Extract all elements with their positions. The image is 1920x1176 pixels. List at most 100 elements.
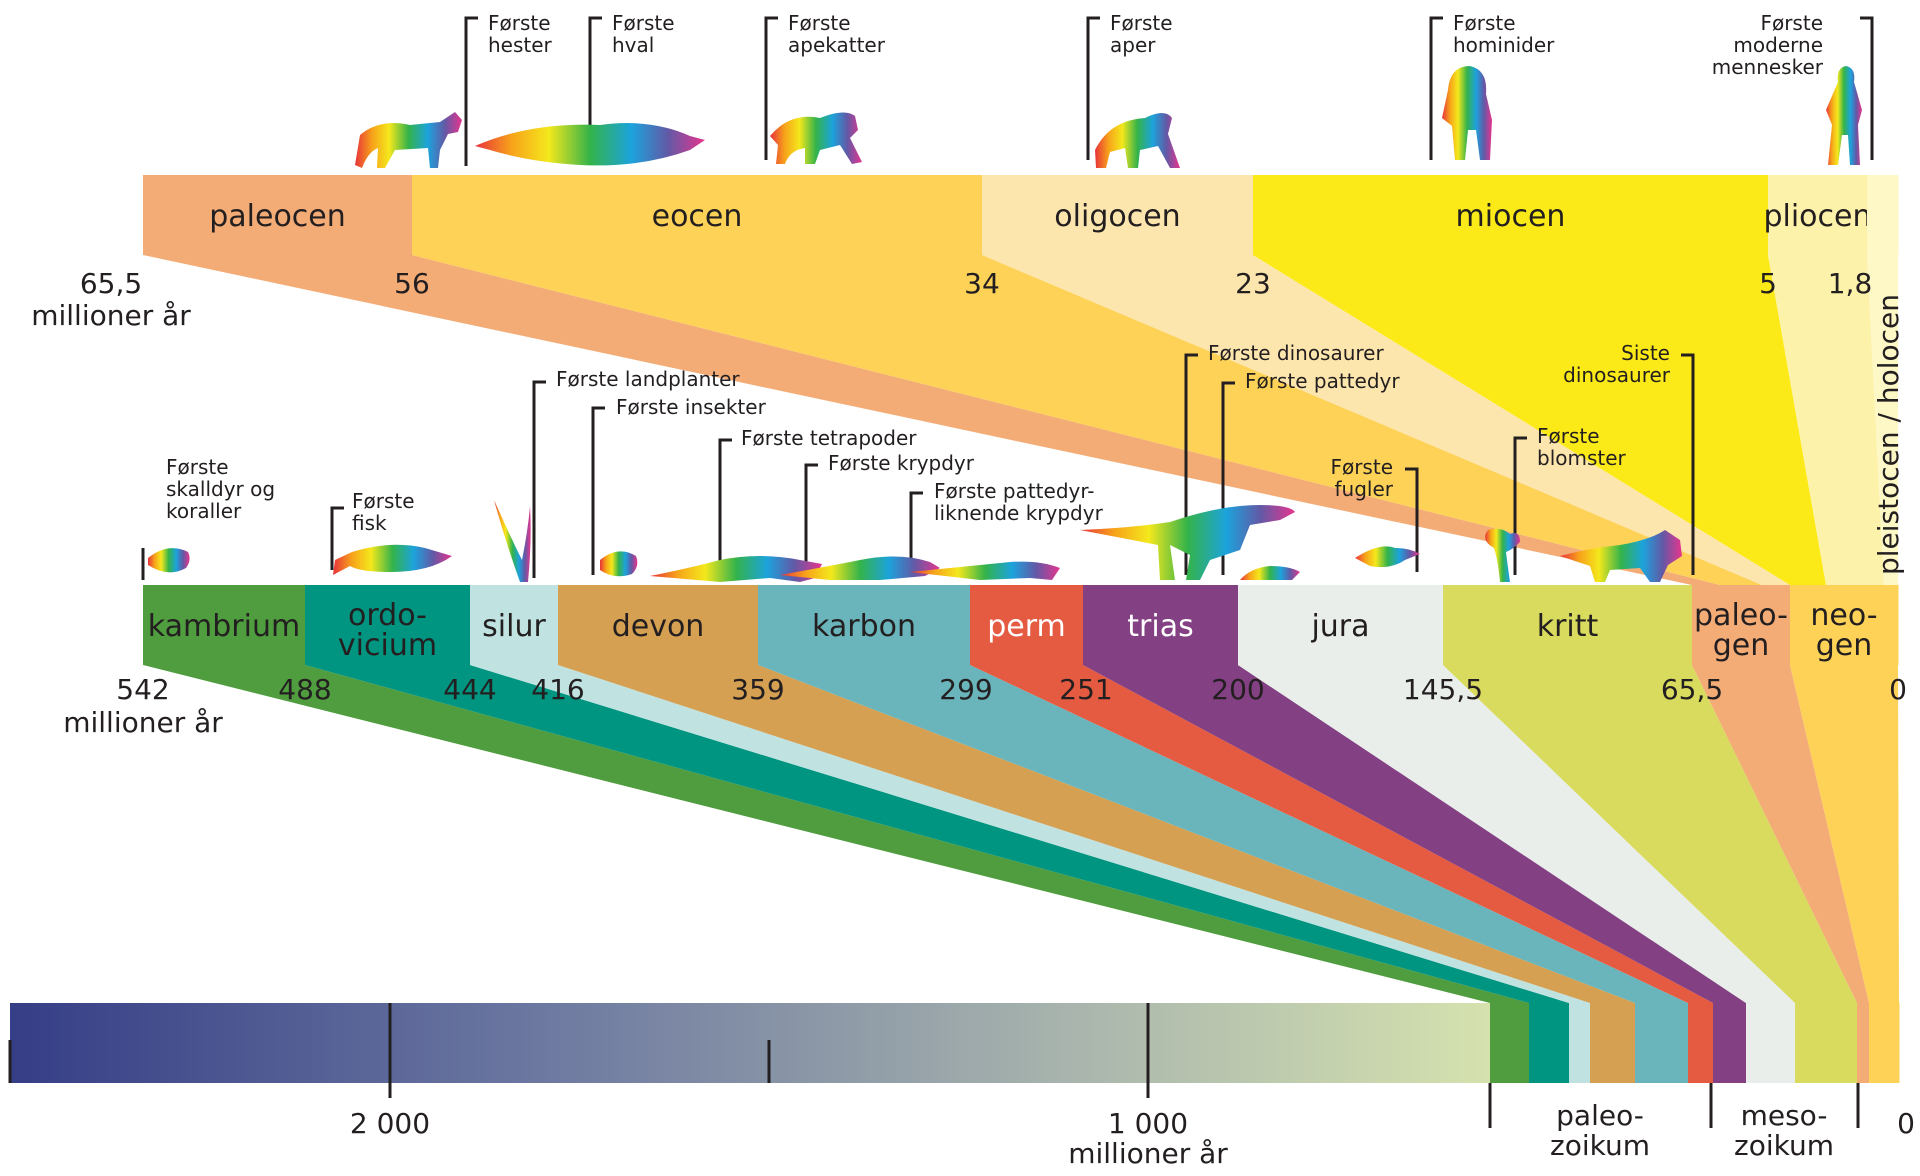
deep-tick-label-2000: 2 000 [350,1107,430,1140]
period-connector-bands [143,665,1899,1003]
whale-silhouette [475,123,705,166]
deep-tick-label-0: 0 [1897,1107,1915,1140]
epoch-tick-3: 23 [1235,267,1271,300]
deep-segment-8 [1795,1003,1858,1083]
phanerozoic-callout-text-10-0: Første [1537,424,1600,448]
phanerozoic-callout-text-3-0: Første insekter [616,395,767,419]
cenozoic-callout-text-5-2: mennesker [1712,55,1824,79]
pleistocene-holocene-label: pleistocen / holocen [1872,294,1905,575]
deep-segment-10 [1869,1003,1900,1083]
period-label-3: devon [612,609,705,644]
plant-silhouette [494,500,531,582]
epoch-connector-2 [982,255,1790,585]
period-label-10-b: gen [1816,628,1873,663]
phanerozoic-callout-text-7-0: Første dinosaurer [1208,341,1384,365]
period-label-1-a: ordo- [348,598,427,633]
period-connector-6 [1083,665,1746,1003]
period-label-0: kambrium [148,609,300,644]
epoch-block-1 [412,175,983,255]
period-tick-3: 416 [531,673,584,706]
epoch-tick-4: 5 [1759,267,1777,300]
deep-tick-unit: millioner år [1068,1137,1228,1170]
tetrapod-silhouette [650,556,822,582]
reptile-silhouette [780,556,940,580]
period-label-5: perm [987,609,1066,644]
period-label-8: kritt [1537,609,1599,644]
period-tick-7: 200 [1211,673,1264,706]
epoch-label-2: oligocen [1054,199,1180,234]
phanerozoic-callout-line-11 [1681,353,1695,575]
period-connector-8 [1443,665,1857,1003]
deep-segment-2 [1569,1003,1591,1083]
deep-tick-label-1000: 1 000 [1108,1107,1188,1140]
phanerozoic-callout-text-10-1: blomster [1537,446,1627,470]
era-label-mesozoic-1: meso- [1741,1099,1828,1132]
fish-silhouette [333,544,452,575]
epoch-connector-bands [143,255,1898,585]
phanerozoic-callout-text-11-0: Siste [1621,341,1670,365]
phanerozoic-callout-text-8-0: Første pattedyr [1245,369,1400,393]
period-connector-10 [1790,665,1899,1003]
epoch-label-4: pliocen [1763,199,1871,234]
epoch-block-3 [1253,175,1769,255]
phanerozoic-callout-text-1-1: fisk [352,511,387,535]
phanerozoic-callout-line-1 [330,506,344,570]
phanerozoic-callout-line-7 [1184,353,1198,575]
deep-time-period-segments [1490,1003,1900,1083]
period-block-9 [1692,585,1791,665]
period-block-5 [970,585,1084,665]
period-tick-10: 0 [1889,673,1907,706]
cenozoic-callout-line-2 [764,16,778,160]
period-label-10-a: neo- [1810,598,1877,633]
period-connector-4 [758,665,1688,1003]
phanerozoic-callout-text-6-1: liknende krypdyr [934,501,1104,525]
period-block-2 [470,585,559,665]
period-connector-7 [1238,665,1795,1003]
period-label-6: trias [1127,609,1193,644]
phanerozoic-callout-line-4 [718,438,732,572]
cenozoic-callout-text-1-0: Første [612,11,675,35]
phanerozoic-callout-text-0-1: skalldyr og [166,477,275,501]
period-tick-8: 145,5 [1403,673,1483,706]
bird-silhouette [1355,546,1420,568]
period-block-4 [758,585,971,665]
deep-segment-4 [1635,1003,1689,1083]
deep-segment-7 [1746,1003,1796,1083]
period-tick-4: 359 [731,673,784,706]
deep-segment-3 [1590,1003,1636,1083]
epoch-connector-5 [1867,255,1898,585]
flower-silhouette [1485,528,1520,582]
epoch-tick-unit-0: millioner år [31,299,191,332]
phanerozoic-callout-text-4-0: Første tetrapoder [741,426,917,450]
deep-segment-6 [1713,1003,1747,1083]
organism-silhouettes [148,66,1862,582]
period-tick-0: 542 [116,673,169,706]
period-block-6 [1083,585,1239,665]
cenozoic-callout-text-0-0: Første [488,11,551,35]
period-connector-1 [305,665,1569,1003]
phanerozoic-callout-text-0-2: koraller [166,499,242,523]
period-label-9-b: gen [1713,628,1770,663]
period-block-0 [143,585,306,665]
period-label-7: jura [1310,609,1369,644]
epoch-block-0 [143,175,413,255]
deep-time-gradient [10,1003,1490,1083]
phanerozoic-callout-text-5-0: Første krypdyr [828,451,975,475]
cenozoic-callout-line-1 [588,16,602,150]
shellfish-silhouette [148,548,190,573]
period-label-4: karbon [812,609,916,644]
period-connector-3 [558,665,1635,1003]
human-silhouette [1826,66,1862,165]
cenozoic-callout-text-3-0: Første [1110,11,1173,35]
phanerozoic-callout-line-6 [909,491,923,573]
phanerozoic-callout-line-9 [1405,467,1419,572]
period-block-3 [558,585,759,665]
epoch-tick-1: 56 [394,267,430,300]
period-tick-6: 251 [1059,673,1112,706]
phanerozoic-callout-text-9-1: fugler [1335,477,1394,501]
cenozoic-callout-text-4-1: hominider [1453,33,1555,57]
period-connector-2 [470,665,1590,1003]
